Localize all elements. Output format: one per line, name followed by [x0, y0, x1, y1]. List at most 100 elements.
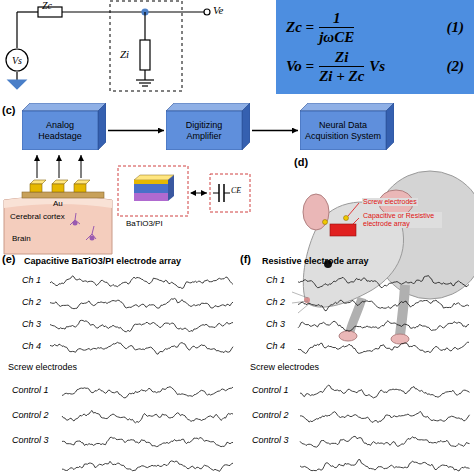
- gold-electrodes: [30, 184, 42, 192]
- eeg-trace: [298, 342, 469, 353]
- layer-zoom: [191, 193, 207, 194]
- process-box-front: [166, 111, 242, 150]
- equation-row: Vo =ZiZi + ZcVs(2): [286, 49, 464, 85]
- figure-label: Ch 3: [22, 319, 41, 329]
- eeg-trace: [300, 460, 470, 471]
- gold-electrodes: [30, 180, 90, 192]
- brain-section: [4, 192, 112, 254]
- fraction-denominator: jωCE: [319, 29, 354, 46]
- source-label: Vs: [12, 55, 22, 66]
- brain-section: [86, 226, 96, 240]
- eeg-trace: [298, 276, 469, 288]
- rat-illustration: [344, 216, 349, 221]
- eeg-trace: [50, 276, 233, 289]
- brain-section: [70, 213, 80, 225]
- figure-label: (f): [240, 253, 251, 266]
- figure-label: Resistive electrode array: [262, 256, 369, 266]
- circuit: [142, 85, 148, 86]
- eeg-trace: [300, 436, 470, 447]
- process-box: Digitizing Amplifier: [166, 103, 250, 150]
- figure-label: Ch 4: [266, 341, 285, 351]
- process-box-front: [300, 111, 386, 150]
- figure-label: Control 2: [252, 410, 289, 420]
- layer-zoom: [168, 175, 174, 201]
- circuit: [144, 12, 145, 40]
- fraction-numerator: 1: [333, 10, 341, 27]
- electrode-to-headstage-arrows: [37, 155, 81, 178]
- gold-electrodes: [52, 180, 68, 184]
- figure-label: Capacitive or Resistive electrode array: [362, 212, 442, 228]
- figure-label: Control 1: [12, 385, 49, 395]
- brain-section: [22, 192, 104, 198]
- figure-label: Zc: [42, 0, 52, 12]
- rat-illustration: [330, 224, 356, 236]
- circuit: [8, 1, 210, 91]
- figure-label: Ch 2: [22, 297, 41, 307]
- equation-term: Vo =: [286, 58, 314, 75]
- figure-label: Control 3: [252, 435, 289, 445]
- circuit: [136, 79, 154, 80]
- figure-label: (d): [294, 156, 308, 169]
- layer-zoom: [134, 175, 174, 180]
- eeg-traces: [50, 276, 470, 472]
- fraction-bar: [319, 27, 354, 28]
- process-box-label: Neural Data Acquisition System: [304, 120, 382, 141]
- process-box-face: Neural Data Acquisition System: [300, 111, 386, 150]
- layer-zoom: [134, 193, 168, 201]
- process-box-front: [22, 111, 98, 150]
- equation-term: Vs: [369, 58, 385, 75]
- flow-arrow: [108, 130, 164, 131]
- equation-number: (1): [447, 19, 465, 36]
- figure-label: Ch 2: [266, 297, 285, 307]
- rat-illustration: [303, 194, 329, 230]
- figure-label: Control 1: [252, 385, 289, 395]
- eeg-trace: [62, 437, 233, 446]
- figure-label: Ch 4: [22, 341, 41, 351]
- layer-zoom: [210, 174, 250, 212]
- fraction-bar: [319, 66, 364, 67]
- figure-label: Ch 1: [266, 275, 285, 285]
- fraction: 1 jωCE: [319, 10, 354, 46]
- figure-label: Control 2: [12, 410, 49, 420]
- figure-label: Capacitive BaTiO3/PI electrode array: [24, 256, 181, 266]
- equation-box: Zc =1jωCE(1)Vo =ZiZi + ZcVs(2): [276, 0, 474, 94]
- figure-label: (e): [2, 253, 15, 266]
- rat-illustration: [348, 203, 359, 216]
- figure-label: Control 3: [12, 435, 49, 445]
- process-box-top: [166, 103, 250, 111]
- figure-label: Zi: [120, 48, 129, 61]
- rat-illustration: [400, 285, 405, 335]
- source-label-wrap: Vs: [5, 48, 29, 72]
- electrode-to-headstage-arrows: [37, 155, 38, 178]
- process-box-top: [300, 103, 394, 111]
- figure-label: Ve: [213, 4, 223, 17]
- figure-label: CE: [231, 186, 241, 195]
- eeg-trace: [50, 320, 233, 332]
- electrode-to-headstage-arrows: [59, 155, 60, 178]
- eeg-trace: [300, 385, 470, 398]
- equation-term: Zc =: [286, 19, 314, 36]
- process-box-face: Digitizing Amplifier: [166, 111, 242, 150]
- eeg-trace: [298, 300, 469, 311]
- layer-zoom: [218, 184, 220, 202]
- figure-label: Ch 1: [22, 275, 41, 285]
- figure-label: BaTiO3/PI: [126, 219, 163, 228]
- layer-zoom: [213, 193, 219, 194]
- layer-zoom: [224, 193, 230, 194]
- figure-label: (c): [2, 104, 15, 117]
- rat-illustration: [391, 334, 409, 344]
- electrode-to-headstage-arrows: [81, 155, 82, 178]
- figure-label: Screw electrodes: [250, 362, 319, 372]
- eeg-trace: [50, 298, 233, 308]
- process-box-side: [98, 103, 106, 150]
- process-box-side: [242, 103, 250, 150]
- eeg-trace: [62, 411, 233, 423]
- equation-row: Zc = 1 jωCE (1): [286, 10, 464, 46]
- layer-zoom: [134, 184, 168, 193]
- fraction-denominator: Zi + Zc: [319, 68, 364, 85]
- layer-zoom: [118, 166, 188, 216]
- eeg-trace: [300, 411, 470, 422]
- process-box-top: [22, 103, 106, 111]
- figure-label: Cerebral cortex: [10, 212, 65, 221]
- circuit: [110, 1, 182, 91]
